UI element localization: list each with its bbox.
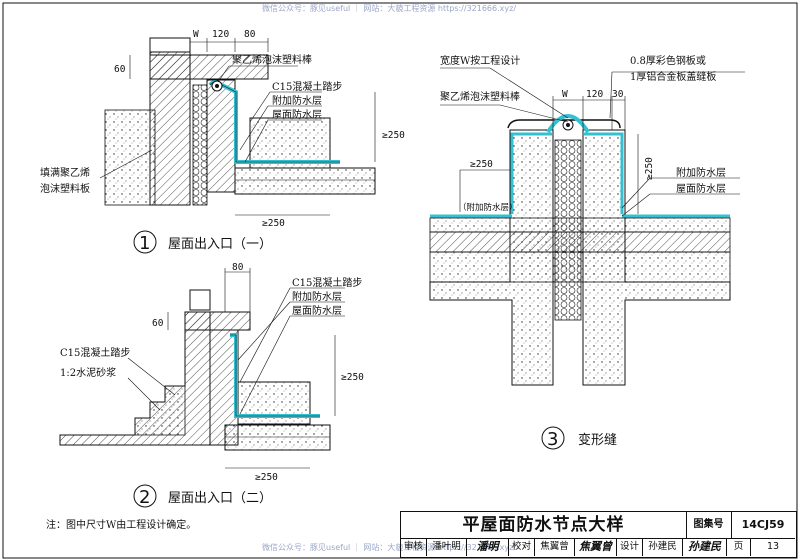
d2-caption: 屋面出入口（二） [168, 491, 272, 506]
d3-label-plate-2: 1厚铝合金板盖缝板 [630, 70, 716, 83]
d3-dim-30: 30 [612, 89, 624, 100]
atlas-number-label: 图集号 [686, 512, 732, 539]
d3-label-add-layer-paren: （附加防水层） [458, 202, 518, 213]
d2-label-mortar: 1:2水泥砂浆 [60, 366, 116, 379]
title-block: 平屋面防水节点大样 图集号 14CJ59 审核 潘叶明 潘明 校对 焦翼曾 焦翼… [400, 511, 797, 558]
footnote: 注：图中尺寸W由工程设计确定。 [46, 520, 197, 531]
d3-label-add-layer: 附加防水层 [676, 166, 726, 179]
checker-signature: 焦翼曾 [575, 538, 617, 556]
d1-dim-120: 120 [212, 29, 229, 40]
d2-label-roof-layer: 屋面防水层 [292, 304, 342, 317]
page-label: 页 [727, 538, 751, 556]
detail-1-drawing [99, 37, 376, 254]
design-label: 设计 [617, 538, 643, 556]
review-label: 审核 [401, 538, 427, 556]
d3-label-roof-layer: 屋面防水层 [676, 182, 726, 195]
d3-label-plate-1: 0.8厚彩色钢板或 [630, 54, 706, 67]
d1-dim-250v: ≥250 [382, 130, 405, 141]
d1-dim-60: 60 [114, 64, 126, 75]
d1-dim-80: 80 [244, 29, 256, 40]
drawing-title: 平屋面防水节点大样 [401, 512, 687, 539]
d1-label-foam-rod: 聚乙烯泡沫塑料棒 [232, 53, 312, 66]
d3-dim-120: 120 [586, 89, 603, 100]
d3-dim-w: W [562, 89, 568, 100]
d3-label-width-note: 宽度W按工程设计 [440, 54, 520, 67]
d2-dim-250v: ≥250 [341, 372, 364, 383]
check-label: 校对 [509, 538, 535, 556]
designer-name: 孙建民 [643, 538, 683, 556]
page-value: 13 [766, 541, 780, 552]
d1-label-step: C15混凝土踏步 [272, 80, 342, 93]
watermark-bottom: 微信公众号：豚见useful ｜ 网站：大藐工程资源 https://32166… [262, 543, 517, 552]
title-block-signatures: 审核 潘叶明 潘明 校对 焦翼曾 焦翼曾 设计 孙建民 孙建民 页 13 [401, 538, 795, 556]
d1-label-roof-layer: 屋面防水层 [272, 108, 322, 121]
atlas-number-value: 14CJ59 [731, 512, 795, 539]
d3-label-foam-rod: 聚乙烯泡沫塑料棒 [440, 90, 520, 103]
d1-caption: 屋面出入口（一） [168, 237, 272, 252]
d2-label-step-left: C15混凝土踏步 [60, 346, 130, 359]
detail-3-drawing [429, 67, 745, 450]
d2-label-step-top: C15混凝土踏步 [292, 276, 362, 289]
designer-signature: 孙建民 [683, 538, 727, 556]
d1-dim-w: W [193, 29, 199, 40]
d1-label-fill-1: 填满聚乙烯 [40, 166, 90, 179]
d3-dim-250l: ≥250 [470, 159, 493, 170]
watermark-top: 微信公众号：豚见useful ｜ 网站：大藐工程资源 https://32166… [262, 4, 517, 13]
checker-name: 焦翼曾 [535, 538, 575, 556]
reviewer-name: 潘叶明 [427, 538, 467, 556]
d1-number: 1 [139, 233, 150, 254]
d3-caption: 变形缝 [578, 432, 617, 448]
d1-label-add-layer: 附加防水层 [272, 94, 322, 107]
d2-number: 2 [139, 487, 150, 508]
d3-number: 3 [547, 429, 558, 450]
detail-2-drawing [59, 268, 345, 508]
d2-dim-250h: ≥250 [255, 472, 278, 483]
d1-dim-250h: ≥250 [262, 218, 285, 229]
d2-label-add-layer: 附加防水层 [292, 290, 342, 303]
d3-dim-250r: ≥250 [644, 157, 655, 180]
d2-dim-60: 60 [152, 318, 164, 329]
reviewer-signature: 潘明 [467, 538, 509, 556]
d2-dim-80: 80 [232, 262, 244, 273]
d1-label-fill-2: 泡沫塑料板 [40, 182, 90, 195]
